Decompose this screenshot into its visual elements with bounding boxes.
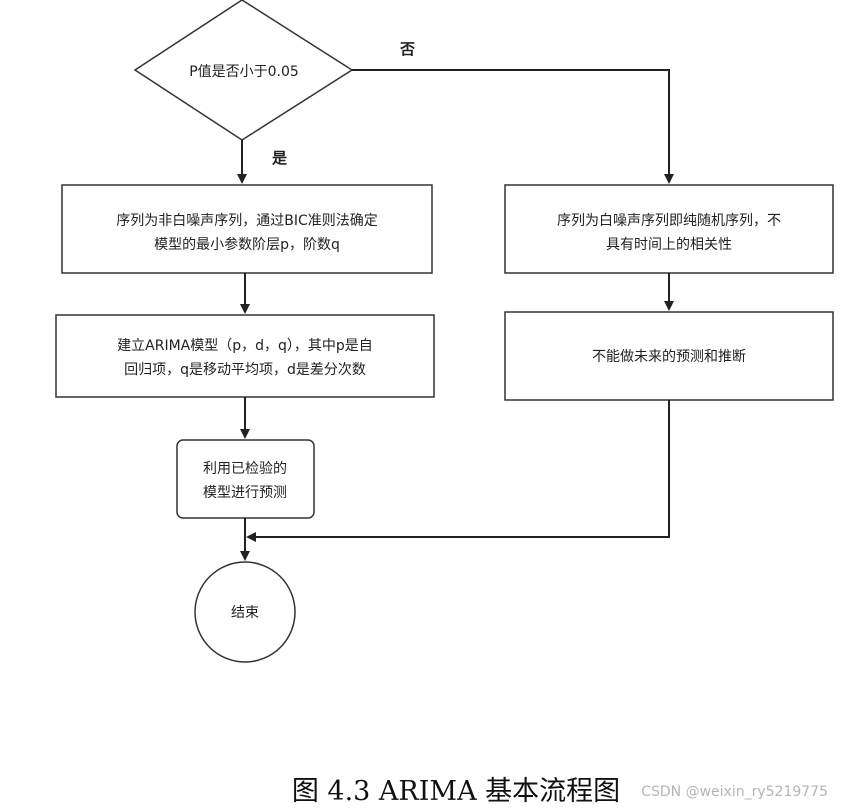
edge-decision-to-right-box-1 [352, 69, 674, 184]
branch-yes-label: 是 [271, 149, 288, 167]
end-text: 结束 [231, 605, 259, 621]
left-box-3-line-1: 利用已检验的 [203, 461, 287, 477]
left-box-2-line-1: 建立ARIMA模型（p，d，q），其中p是自 [117, 338, 373, 354]
right-box-1-line-1: 序列为白噪声序列即纯随机序列，不 [557, 213, 781, 229]
left-box-2-line-2: 回归项，q是移动平均项，d是差分次数 [124, 361, 366, 378]
left-box-1-line-1: 序列为非白噪声序列，通过BIC准则法确定 [116, 213, 378, 229]
left-box-1-line-2: 模型的最小参数阶层p，阶数q [154, 236, 340, 253]
left-box-3-line-2: 模型进行预测 [203, 485, 287, 501]
edge-right-box-2-to-merge [246, 400, 670, 542]
right-box-1-line-2: 具有时间上的相关性 [606, 237, 732, 253]
right-box-2-text: 不能做未来的预测和推断 [592, 349, 746, 365]
left-box-1 [61, 184, 433, 274]
figure-caption: 图 4.3 ARIMA 基本流程图 [292, 776, 620, 807]
end-circle [194, 561, 296, 663]
branch-no-label: 否 [399, 40, 415, 58]
watermark-text: CSDN @weixin_ry5219775 [641, 784, 828, 800]
right-box-2 [504, 311, 834, 401]
right-box-1 [504, 184, 834, 274]
decision-text: P值是否小于0.05 [189, 64, 299, 80]
left-box-2 [55, 314, 435, 398]
left-box-3 [176, 439, 315, 519]
